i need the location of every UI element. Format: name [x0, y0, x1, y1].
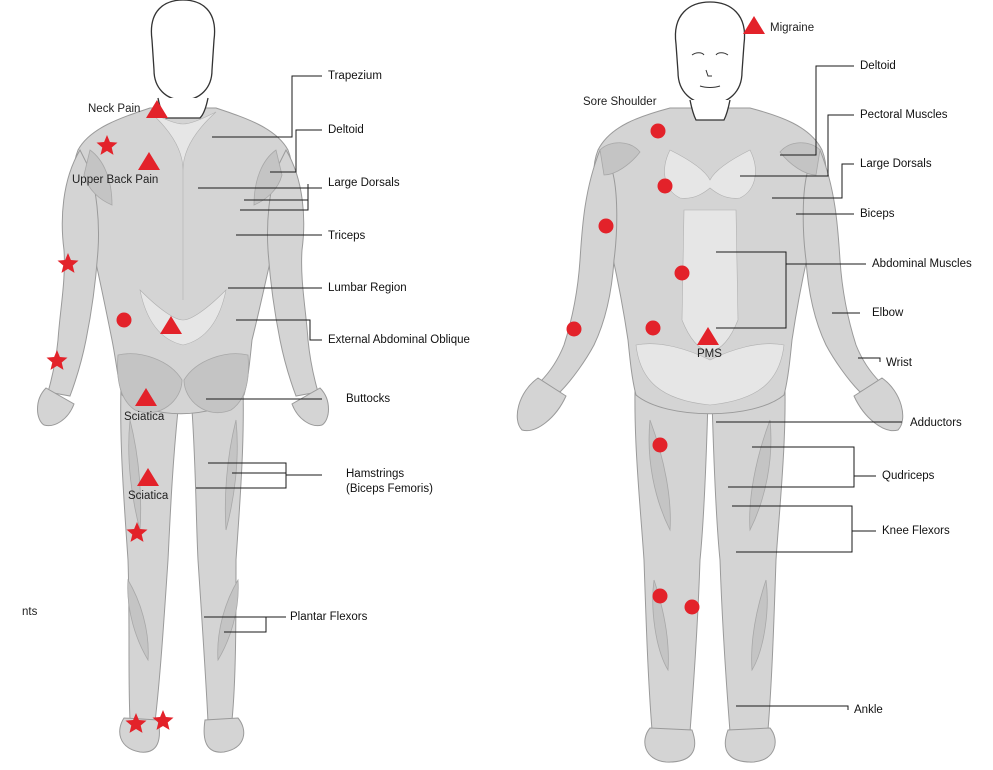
- sciatica-upper-label: Sciatica: [124, 411, 164, 424]
- sore-shoulder-label: Sore Shoulder: [583, 96, 657, 109]
- label-quadriceps: Qudriceps: [882, 470, 934, 483]
- label-hamstrings: Hamstrings: [346, 468, 404, 481]
- label-large-dorsals-front: Large Dorsals: [860, 158, 932, 171]
- front-figure: [517, 2, 903, 762]
- pain-circle-marker-9: [653, 589, 668, 604]
- label-wrist: Wrist: [886, 357, 912, 370]
- label-elbow: Elbow: [872, 307, 903, 320]
- label-ankle: Ankle: [854, 704, 883, 717]
- label-abdominal-muscles: Abdominal Muscles: [872, 258, 993, 271]
- pain-circle-marker-4: [675, 266, 690, 281]
- label-external-abdominal-oblique: External Abdominal Oblique: [328, 334, 470, 347]
- label-large-dorsals-back: Large Dorsals: [328, 177, 400, 190]
- label-buttocks: Buttocks: [346, 393, 390, 406]
- upper-back-pain-label: Upper Back Pain: [72, 174, 158, 187]
- pain-circle-marker-6: [646, 321, 661, 336]
- label-pectoral-muscles: Pectoral Muscles: [860, 109, 948, 122]
- label-deltoid-front: Deltoid: [860, 60, 896, 73]
- back-figure: [38, 0, 329, 752]
- label-lumbar-region: Lumbar Region: [328, 282, 407, 295]
- pain-triangle-marker-6: [743, 16, 765, 34]
- partial-text: nts: [22, 606, 37, 619]
- pain-circle-marker-7: [117, 313, 132, 328]
- pain-circle-marker-2: [658, 179, 673, 194]
- label-adductors: Adductors: [910, 417, 962, 430]
- pain-circle-marker-8: [653, 438, 668, 453]
- pms-label: PMS: [697, 348, 722, 361]
- label-hamstrings-sub: (Biceps Femoris): [346, 483, 433, 496]
- neck-pain-label: Neck Pain: [88, 103, 140, 116]
- label-deltoid-back: Deltoid: [328, 124, 364, 137]
- label-trapezium: Trapezium: [328, 70, 382, 83]
- label-biceps: Biceps: [860, 208, 895, 221]
- pain-circle-marker-10: [685, 600, 700, 615]
- pain-circle-marker-5: [567, 322, 582, 337]
- pain-circle-marker-3: [599, 219, 614, 234]
- sciatica-lower-label: Sciatica: [128, 490, 168, 503]
- pain-circle-marker-1: [651, 124, 666, 139]
- label-knee-flexors: Knee Flexors: [882, 525, 950, 538]
- migraine-label: Migraine: [770, 22, 814, 35]
- label-plantar-flexors: Plantar Flexors: [290, 611, 367, 624]
- label-triceps: Triceps: [328, 230, 365, 243]
